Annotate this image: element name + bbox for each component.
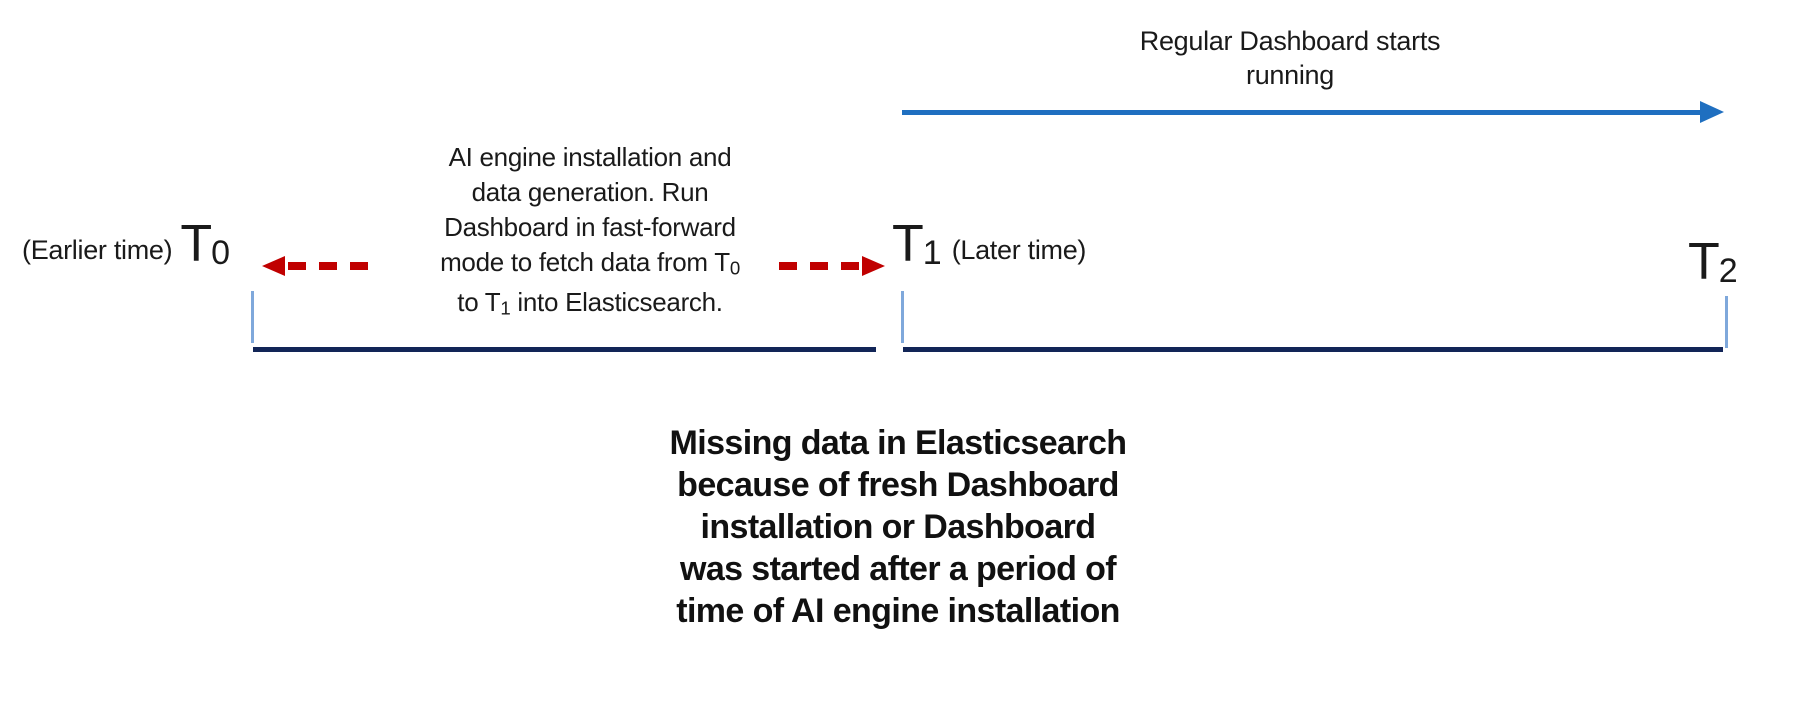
t1-marker: T 1 (Later time) (892, 218, 1086, 270)
red-dashed-arrow-right (779, 256, 885, 276)
t0-subscript: 0 (211, 234, 230, 272)
t0-symbol: T (180, 215, 212, 273)
red-arrowhead-left-icon (262, 256, 285, 276)
t2-tick (1725, 296, 1728, 348)
timeline-segment-t0-t1 (253, 347, 876, 352)
missing-data-note: Missing data in Elasticsearch because of… (669, 424, 1127, 630)
note-line: AI engine installation and (448, 142, 732, 172)
red-arrowhead-right-icon (862, 256, 885, 276)
red-dashed-arrow-left (262, 256, 380, 276)
t1-subscript: 1 (922, 234, 942, 272)
later-time-label: (Later time) (951, 234, 1087, 265)
earlier-time-label: (Earlier time) (22, 234, 173, 265)
blue-arrow-head-icon (1700, 101, 1724, 123)
t0-marker: (Earlier time) T 0 (22, 218, 230, 270)
note-line: Dashboard in fast-forward (444, 212, 736, 242)
t1-tick (901, 291, 904, 343)
t2-marker: T 2 (1688, 236, 1738, 288)
t1-symbol: T (892, 215, 924, 273)
note-line: data generation. Run (471, 177, 709, 207)
note-line: to T1 into Elasticsearch. (457, 287, 723, 319)
t2-symbol: T (1688, 233, 1720, 291)
regular-dashboard-label: Regular Dashboard starts running (1139, 26, 1441, 90)
timeline-segment-t1-t2 (903, 347, 1723, 352)
red-dashes (288, 262, 380, 270)
ai-engine-note: AI engine installation and data generati… (370, 140, 810, 326)
note-line: mode to fetch data from T0 (440, 247, 740, 279)
blue-arrow-line (902, 110, 1702, 115)
t2-subscript: 2 (1718, 252, 1738, 290)
t0-tick (251, 291, 254, 343)
red-dashes (779, 262, 859, 270)
